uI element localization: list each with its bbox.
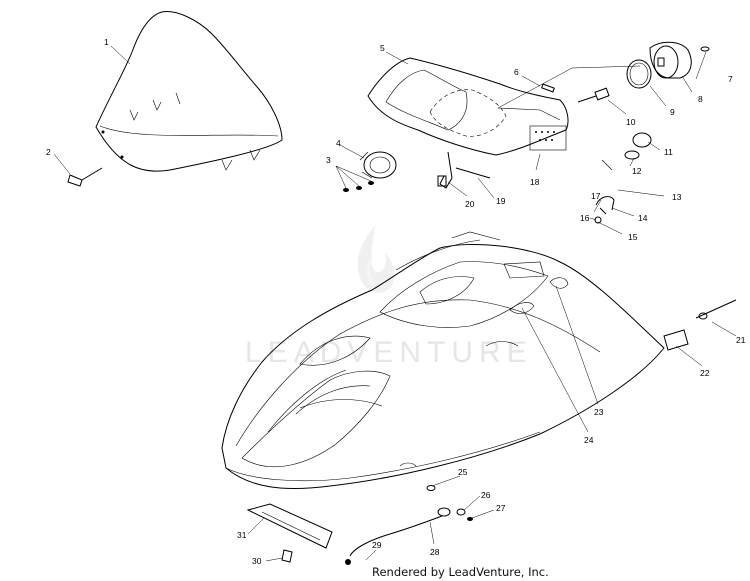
bracket-part-14 xyxy=(594,159,615,224)
callout-22: 22 xyxy=(700,368,710,378)
watermark-text: LEADVENTURE xyxy=(245,336,533,369)
callout-14: 14 xyxy=(638,213,648,223)
callout-29: 29 xyxy=(372,540,382,550)
callout-2: 2 xyxy=(46,147,51,157)
callout-6: 6 xyxy=(514,67,519,77)
callout-24: 24 xyxy=(584,435,594,445)
callout-7: 7 xyxy=(728,74,733,84)
callout-19: 19 xyxy=(496,196,506,206)
callout-30: 30 xyxy=(252,556,262,566)
callout-21: 21 xyxy=(736,335,746,345)
callout-26: 26 xyxy=(481,490,491,500)
callout-1: 1 xyxy=(104,37,109,47)
windshield xyxy=(95,11,283,172)
callout-12: 12 xyxy=(632,166,642,176)
callout-labels: 1 2 3 4 5 6 7 8 9 10 11 12 13 14 15 16 1… xyxy=(46,37,746,566)
hardware-part-25 xyxy=(426,485,473,521)
callout-27: 27 xyxy=(496,503,506,513)
callout-17: 17 xyxy=(591,191,601,201)
bulb-socket xyxy=(437,151,491,189)
plate-part-31 xyxy=(246,503,333,563)
callout-8: 8 xyxy=(698,94,703,104)
callout-10: 10 xyxy=(626,117,636,127)
hood xyxy=(221,231,665,490)
clip-part-22 xyxy=(663,299,737,351)
connector-part-10 xyxy=(577,87,610,103)
callout-11: 11 xyxy=(664,147,673,157)
screw-part-2 xyxy=(67,167,103,187)
callout-16: 16 xyxy=(580,213,590,223)
ring-part-4 xyxy=(359,151,397,179)
footer-credit: Rendered by LeadVenture, Inc. xyxy=(372,565,549,579)
callout-23: 23 xyxy=(594,407,604,417)
gauge xyxy=(626,41,710,89)
callout-13: 13 xyxy=(672,192,682,202)
callout-28: 28 xyxy=(430,547,440,557)
callout-18: 18 xyxy=(530,177,540,187)
callout-15: 15 xyxy=(628,232,638,242)
watermark-logo xyxy=(357,225,395,293)
callout-20: 20 xyxy=(465,199,475,209)
callout-4: 4 xyxy=(336,138,341,148)
pin-part-6 xyxy=(541,83,555,93)
callout-31: 31 xyxy=(237,530,247,540)
console-panel xyxy=(367,57,641,156)
grommet-part-11 xyxy=(624,132,652,160)
screws-part-3 xyxy=(335,165,374,192)
callout-3: 3 xyxy=(326,155,331,165)
callout-5: 5 xyxy=(380,43,385,53)
callout-9: 9 xyxy=(670,107,675,117)
cable-part-28 xyxy=(345,507,451,565)
leader-lines xyxy=(53,45,737,562)
callout-25: 25 xyxy=(458,467,468,477)
